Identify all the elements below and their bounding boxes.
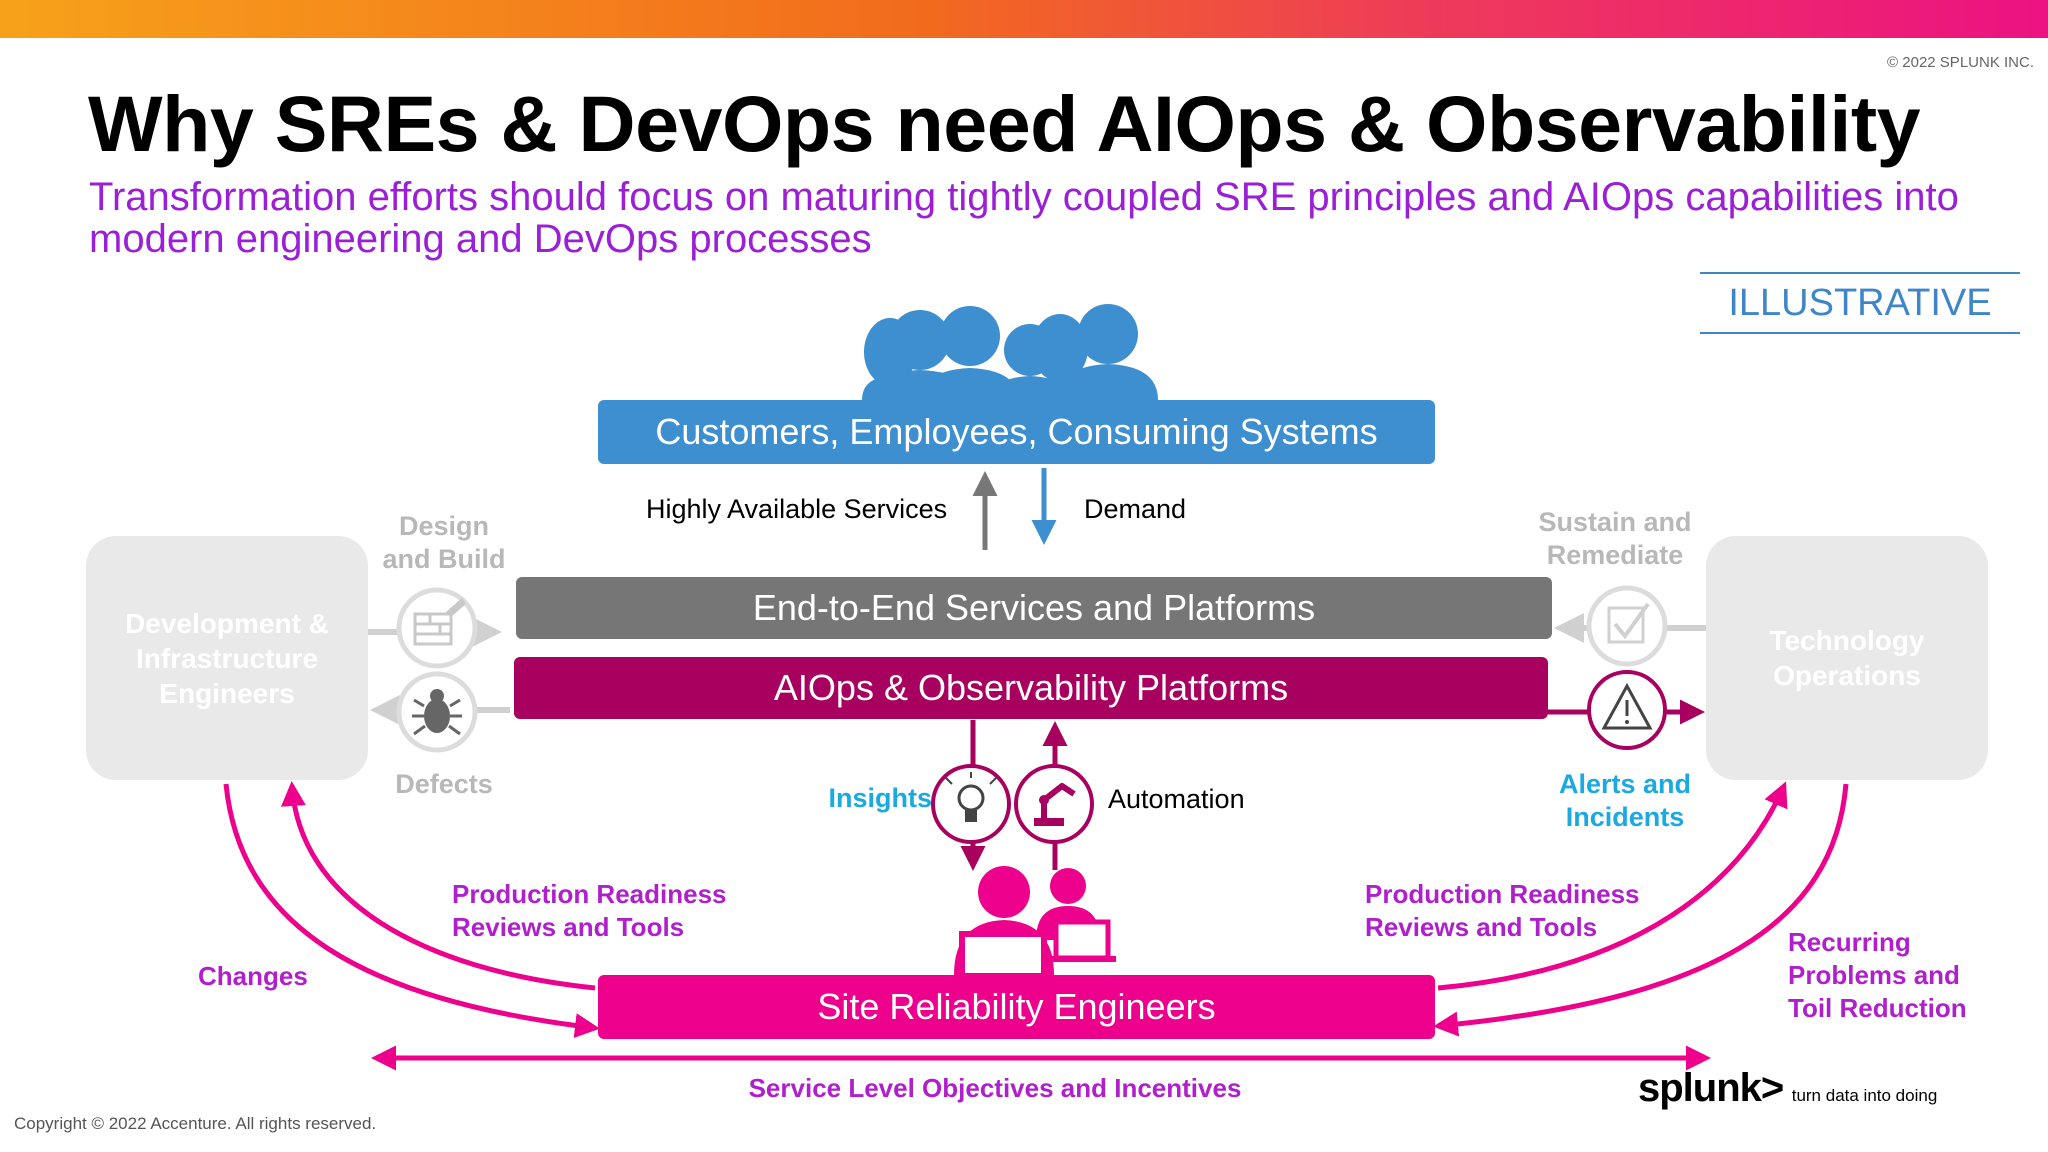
recurring-label: Recurring Problems and Toil Reduction [1788, 927, 1967, 1023]
prr-right-label: Production Readiness Reviews and Tools [1365, 879, 1640, 942]
aiops-platforms-bar: AIOps & Observability Platforms [514, 657, 1548, 719]
footer-copyright: Copyright © 2022 Accenture. All rights r… [14, 1114, 377, 1133]
lightbulb-icon [931, 764, 1011, 844]
changes-curve [223, 783, 600, 1039]
defects-label: Defects [395, 769, 493, 799]
illustrative-badge: ILLUSTRATIVE [1700, 272, 2020, 334]
slo-label: Service Level Objectives and Incentives [748, 1073, 1242, 1103]
design-build-label: Design and Build [382, 511, 506, 574]
customers-bar: Customers, Employees, Consuming Systems [598, 400, 1435, 464]
copyright-top: © 2022 SPLUNK INC. [1887, 54, 2034, 71]
dev-infra-engineers-box: Development & Infrastructure Engineers [86, 536, 368, 780]
engineers-at-laptops-icon [954, 866, 1116, 979]
robot-arm-icon [1014, 764, 1094, 844]
page-title: Why SREs & DevOps need AIOps & Observabi… [88, 79, 1921, 168]
people-group-icon [862, 304, 1158, 400]
splunk-logo: splunk> turn data into doing [1638, 1066, 1937, 1111]
prr-left-label: Production Readiness Reviews and Tools [452, 879, 727, 942]
e2e-services-bar: End-to-End Services and Platforms [516, 577, 1552, 639]
technology-operations-label: Technology Operations [1769, 625, 1925, 691]
changes-label: Changes [198, 961, 308, 991]
demand-label: Demand [1084, 494, 1187, 524]
recurring-curve [1433, 783, 1849, 1037]
top-gradient-bar [0, 0, 2048, 38]
checkbox-icon [1586, 585, 1668, 667]
highly-available-label: Highly Available Services [646, 494, 948, 524]
sustain-remediate-label: Sustain and Remediate [1538, 507, 1692, 570]
insights-label: Insights [828, 783, 932, 813]
automation-label: Automation [1108, 784, 1245, 814]
alerts-incidents-label: Alerts and Incidents [1558, 769, 1692, 832]
splunk-logo-word: splunk> [1638, 1066, 1784, 1110]
technology-operations-box: Technology Operations [1706, 536, 1988, 780]
dev-infra-engineers-label: Development & Infrastructure Engineers [125, 607, 329, 709]
sre-bar: Site Reliability Engineers [598, 975, 1435, 1039]
prr-right-curve [1437, 781, 1788, 991]
prr-left-curve [280, 781, 596, 991]
brick-wall-trowel-icon [396, 587, 478, 669]
page-subtitle: Transformation efforts should focus on m… [89, 175, 1959, 261]
bug-icon [396, 671, 478, 753]
warning-triangle-icon [1587, 670, 1667, 750]
splunk-logo-tagline: turn data into doing [1791, 1086, 1938, 1105]
